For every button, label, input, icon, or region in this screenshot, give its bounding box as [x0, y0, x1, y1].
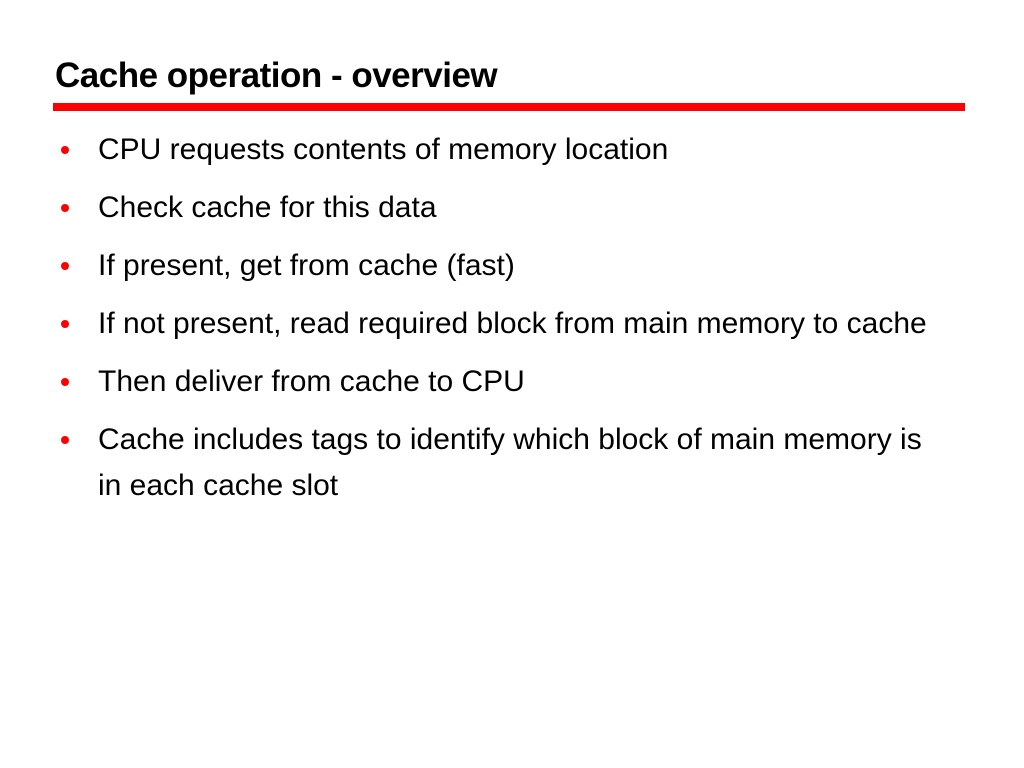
- page-title: Cache operation - overview: [55, 56, 498, 95]
- bullet-list: CPU requests contents of memory location…: [53, 127, 953, 509]
- bullet-dot-icon: [61, 436, 69, 444]
- bullet-dot-icon: [61, 262, 69, 270]
- bullet-dot-icon: [61, 146, 69, 154]
- list-item-label: Cache includes tags to identify which bl…: [98, 423, 922, 502]
- title-underline-rule: [53, 103, 965, 111]
- list-item-label: If not present, read required block from…: [98, 307, 927, 340]
- list-item: Then deliver from cache to CPU: [53, 359, 953, 405]
- bullet-dot-icon: [61, 378, 69, 386]
- list-item: Check cache for this data: [53, 185, 953, 231]
- bullet-dot-icon: [61, 204, 69, 212]
- list-item: Cache includes tags to identify which bl…: [53, 417, 953, 509]
- list-item: If not present, read required block from…: [53, 301, 953, 347]
- bullet-dot-icon: [61, 320, 69, 328]
- list-item: If present, get from cache (fast): [53, 243, 953, 289]
- list-item-label: Check cache for this data: [98, 191, 437, 224]
- list-item-label: Then deliver from cache to CPU: [98, 365, 525, 398]
- list-item-label: If present, get from cache (fast): [98, 249, 515, 282]
- list-item-label: CPU requests contents of memory location: [98, 133, 669, 166]
- list-item: CPU requests contents of memory location: [53, 127, 953, 173]
